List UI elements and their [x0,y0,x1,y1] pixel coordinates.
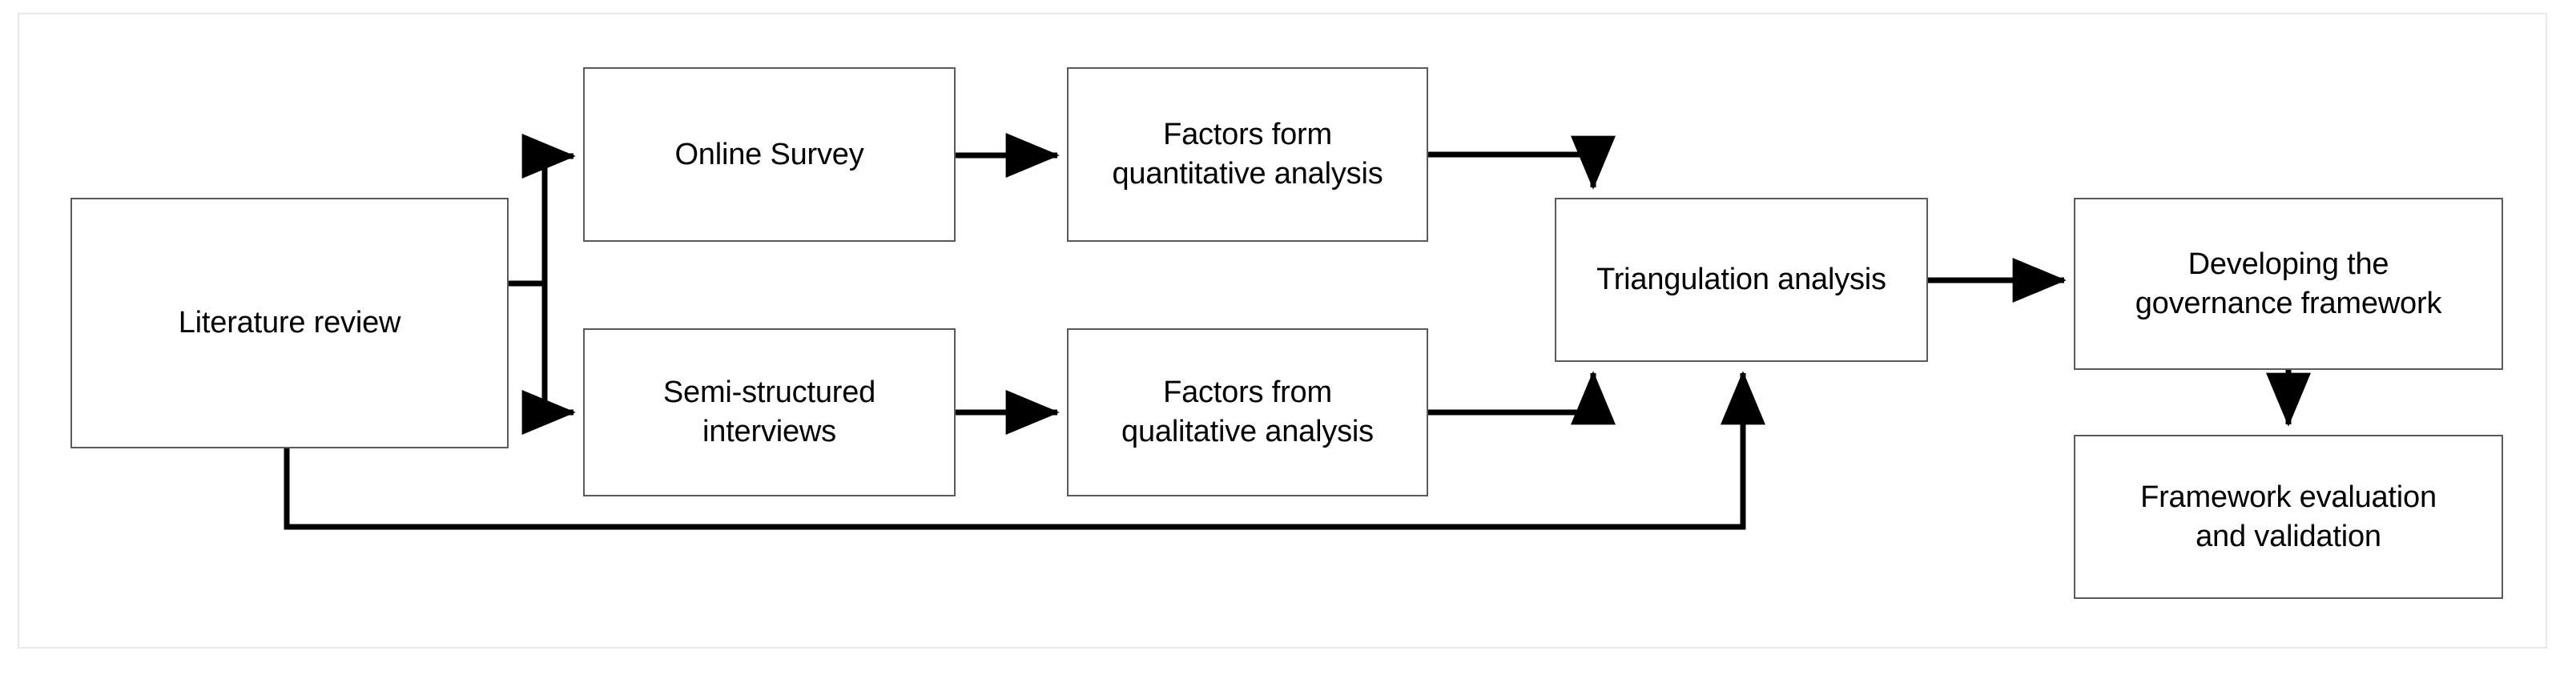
node-literature-review-label: Literature review [178,306,401,340]
node-developing-governance-framework-label: Developing the governance framework [2135,247,2442,320]
node-factors-qualitative[interactable]: Factors from qualitative analysis [1067,328,1428,496]
node-developing-governance-framework[interactable]: Developing the governance framework [2074,198,2503,370]
node-semi-structured-interviews-label: Semi-structured interviews [662,376,876,448]
node-online-survey-label: Online Survey [674,137,864,171]
node-framework-evaluation-label: Framework evaluation and validation [2140,480,2437,553]
node-factors-qualitative-label: Factors from qualitative analysis [1121,376,1374,448]
node-framework-evaluation[interactable]: Framework evaluation and validation [2074,435,2503,599]
node-triangulation-analysis-label: Triangulation analysis [1596,263,1886,297]
node-literature-review[interactable]: Literature review [70,198,509,448]
node-factors-quantitative-label: Factors form quantitative analysis [1112,118,1383,191]
node-triangulation-analysis[interactable]: Triangulation analysis [1555,198,1928,362]
node-online-survey[interactable]: Online Survey [583,67,956,242]
node-semi-structured-interviews[interactable]: Semi-structured interviews [583,328,956,496]
node-factors-quantitative[interactable]: Factors form quantitative analysis [1067,67,1428,242]
